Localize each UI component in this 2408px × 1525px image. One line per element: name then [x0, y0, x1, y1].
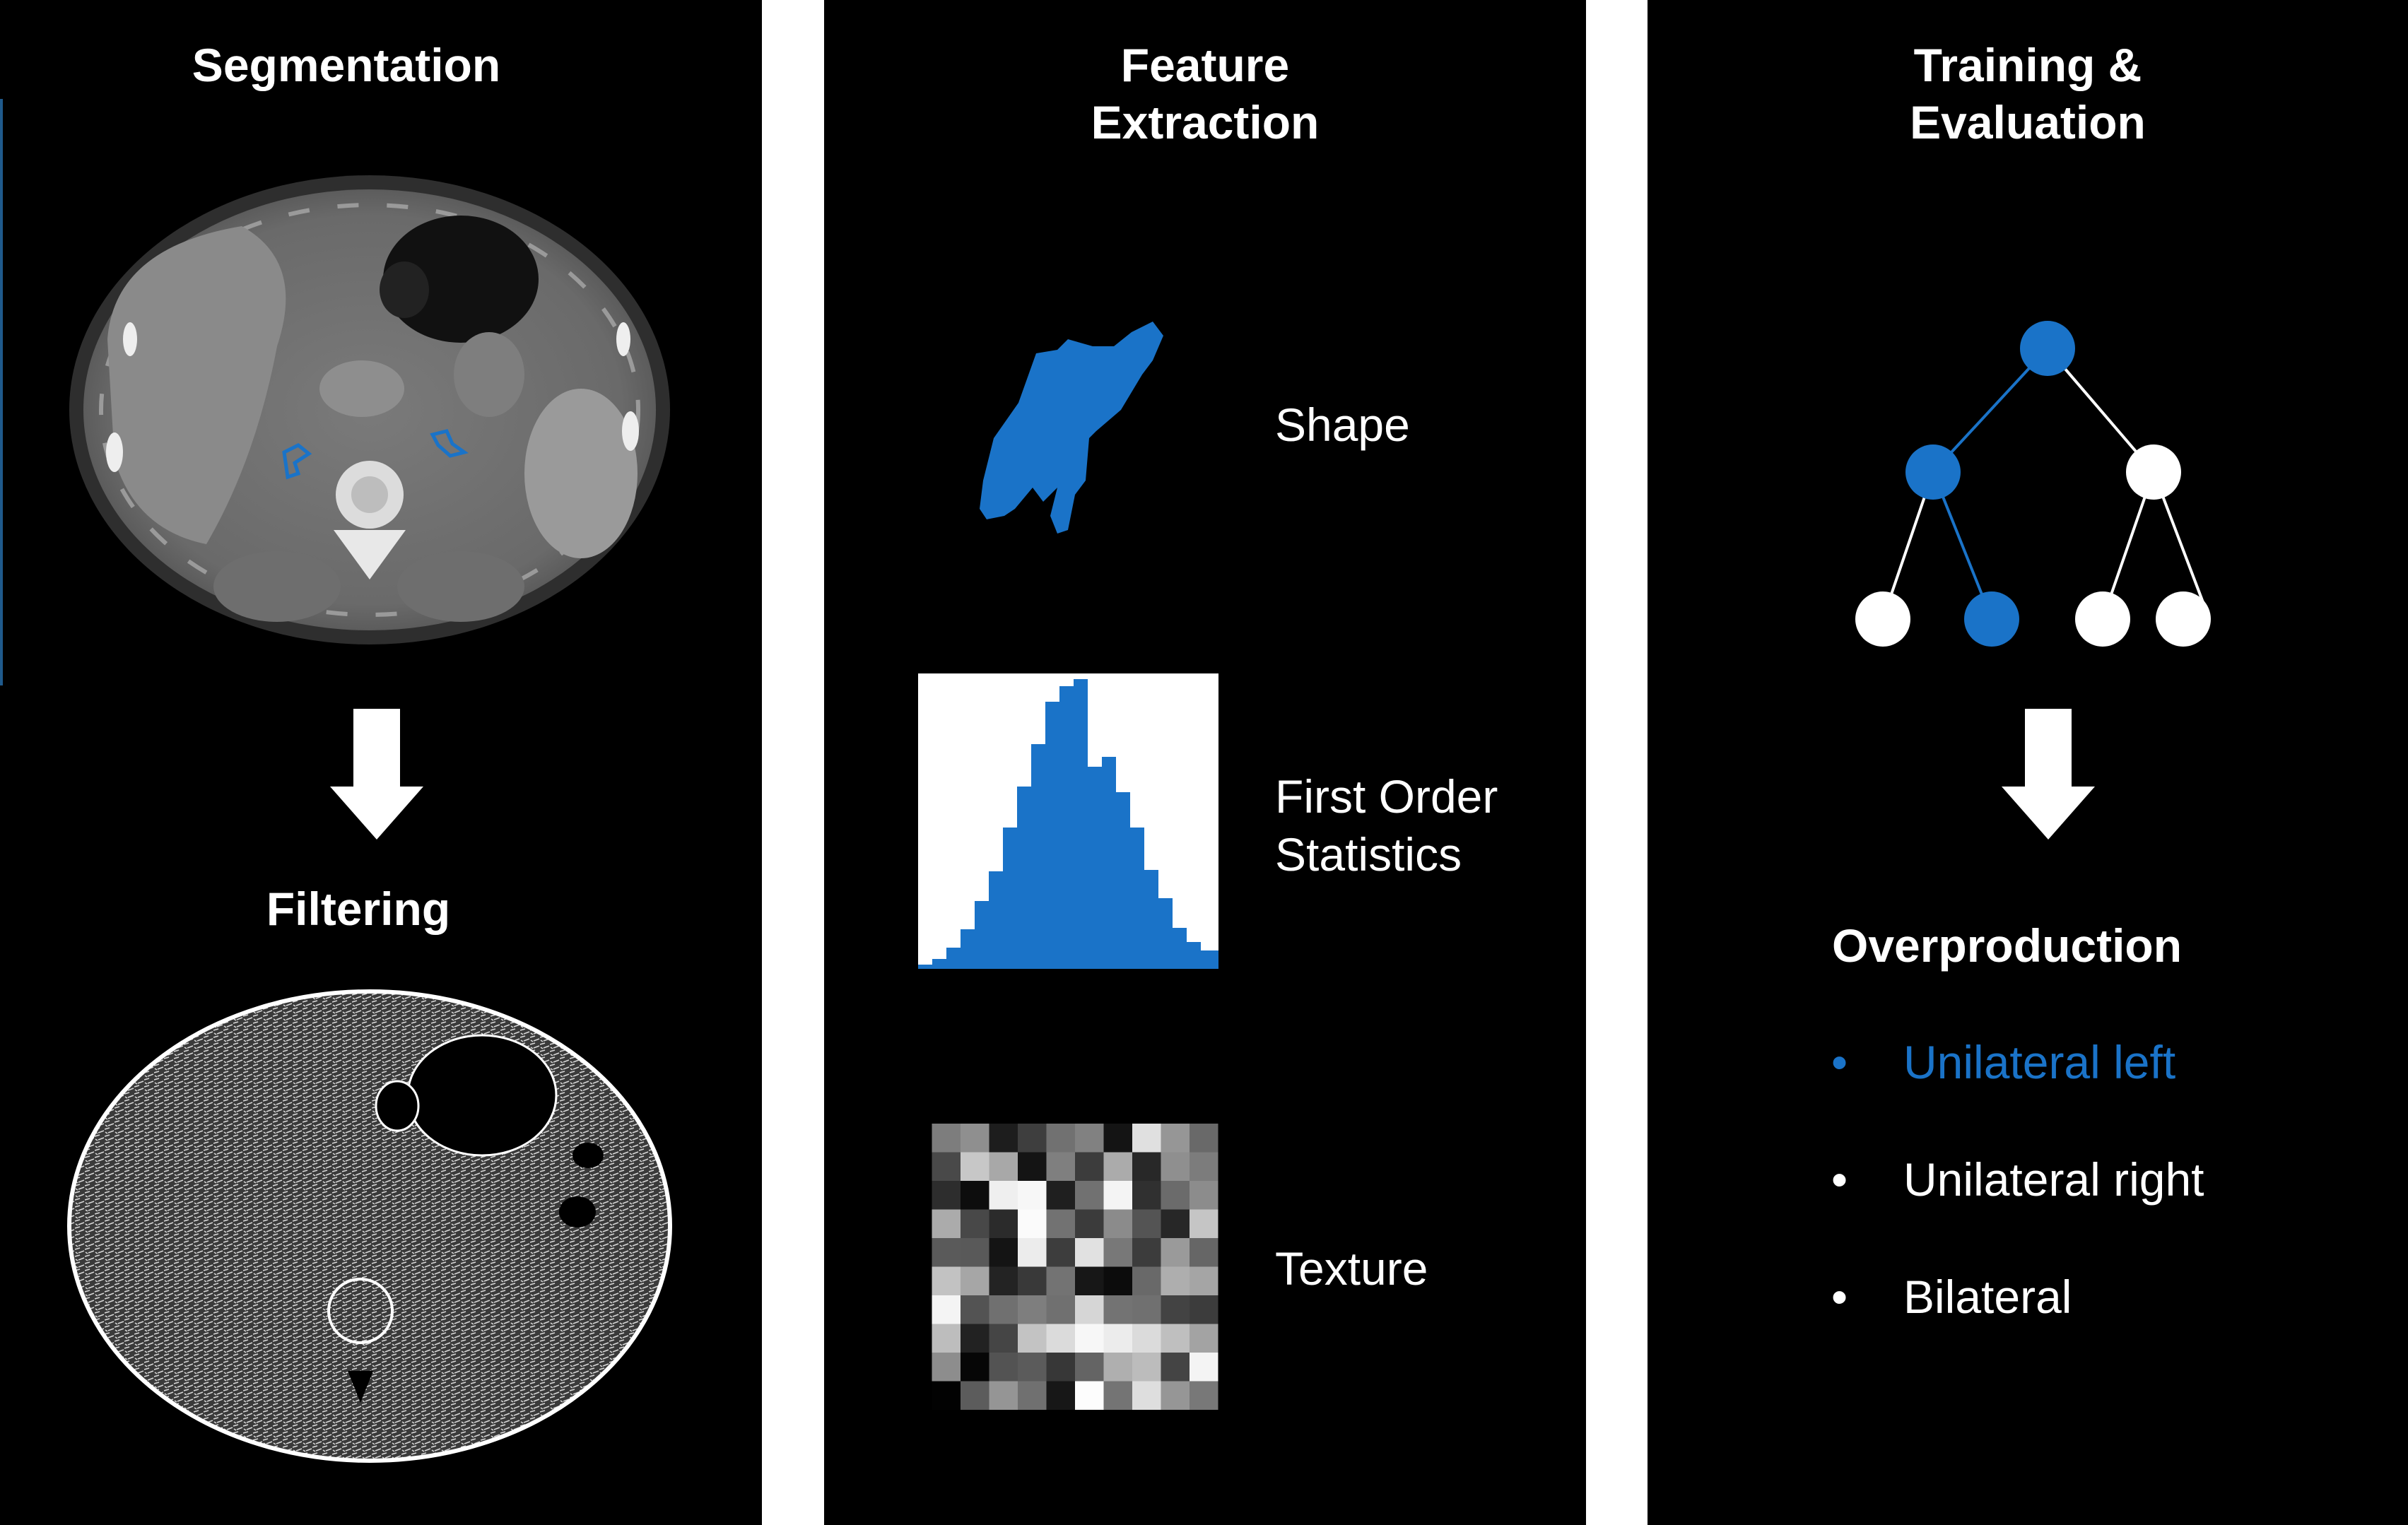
segmentation-title: Segmentation	[192, 39, 501, 91]
class-label: Unilateral right	[1903, 1153, 2204, 1206]
training-evaluation-panel: Training & Evaluation Overproduction • Un…	[1648, 0, 2408, 1525]
class-item-unilateral-left: • Unilateral left	[1831, 1034, 2175, 1090]
shape-label: Shape	[1275, 399, 1410, 451]
overproduction-title: Overproduction	[1832, 919, 2183, 972]
bullet-marker: •	[1831, 1036, 1848, 1088]
feature-extraction-panel: Feature Extraction Shape	[824, 0, 1586, 1525]
texture-grid-icon	[932, 1124, 1218, 1410]
ct-scan-filtered-image	[67, 989, 672, 1463]
shape-mask-icon	[980, 322, 1163, 534]
first-order-label-line1: First Order	[1275, 770, 1498, 823]
bullet-marker: •	[1831, 1153, 1848, 1206]
panel-edge-line	[0, 99, 3, 685]
feature-extraction-title-line1: Feature	[1120, 39, 1290, 91]
texture-label: Texture	[1275, 1242, 1428, 1295]
decision-tree-icon	[1855, 321, 2211, 647]
feature-extraction-title-line2: Extraction	[1091, 96, 1320, 148]
histogram-icon	[918, 673, 1218, 969]
training-title-line1: Training &	[1913, 39, 2142, 91]
class-item-unilateral-right: • Unilateral right	[1831, 1151, 2204, 1208]
class-label: Unilateral left	[1903, 1036, 2176, 1088]
class-label: Bilateral	[1903, 1271, 2072, 1323]
ct-scan-segmented-image	[69, 175, 670, 644]
down-arrow-icon	[330, 709, 423, 840]
training-title-line2: Evaluation	[1910, 96, 2146, 148]
down-arrow-icon	[2002, 709, 2095, 840]
first-order-label-line2: Statistics	[1275, 828, 1462, 881]
filtering-title: Filtering	[266, 883, 451, 935]
bullet-marker: •	[1831, 1271, 1848, 1323]
segmentation-panel: Segmentation	[0, 0, 762, 1525]
class-item-bilateral: • Bilateral	[1831, 1268, 2072, 1325]
